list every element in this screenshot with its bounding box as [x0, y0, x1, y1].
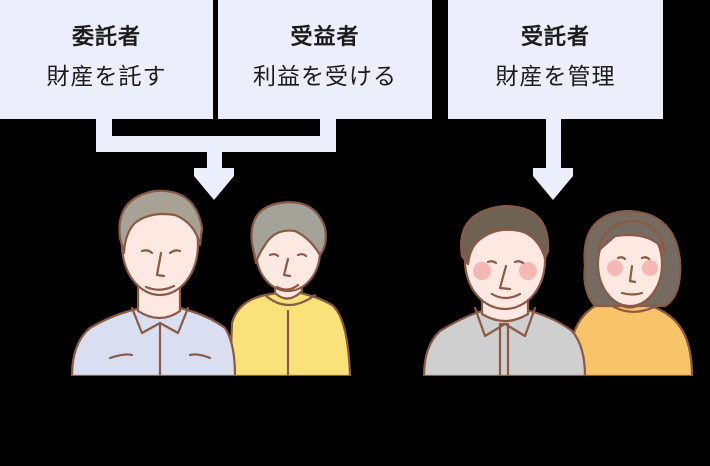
beneficiary-box: 受益者 利益を受ける [218, 0, 432, 119]
beneficiary-title: 受益者 [290, 25, 360, 50]
middle-aged-couple-illustration [422, 204, 694, 376]
trustee-subtitle: 財産を管理 [495, 64, 616, 90]
arrow-down-icon [533, 176, 573, 200]
trustee-stem [546, 119, 561, 170]
bracket-right-leg [320, 119, 336, 152]
settlor-title: 委託者 [71, 25, 141, 50]
beneficiary-subtitle: 利益を受ける [253, 64, 397, 90]
trustee-box: 受託者 財産を管理 [448, 0, 663, 119]
bracket-crossbar [96, 136, 336, 152]
settlor-box: 委託者 財産を託す [0, 0, 213, 119]
bracket-stem [207, 152, 222, 170]
arrowhead-base [194, 168, 234, 176]
arrow-down-icon [194, 176, 234, 200]
trustee-title: 受託者 [520, 25, 590, 50]
arrowhead-base [533, 168, 573, 176]
elderly-couple-illustration [70, 189, 352, 376]
settlor-subtitle: 財産を託す [46, 64, 167, 90]
